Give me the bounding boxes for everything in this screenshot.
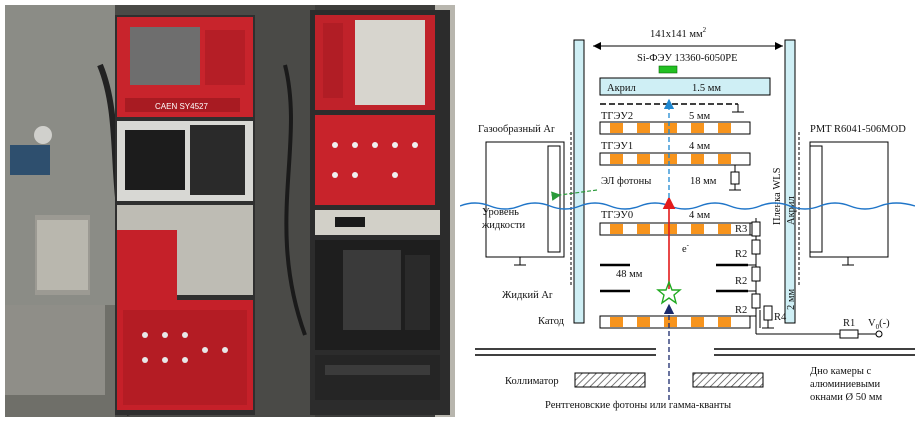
liquid-level-line [460,202,915,210]
xray-label: Рентгеновские фотоны или гамма-кванты [545,400,731,411]
gem1-gap: 4 мм [689,141,711,152]
gem2-gap: 5 мм [689,111,711,122]
voltage-divider [748,218,883,339]
r3-label: R3 [735,224,747,235]
side-gap: 2 мм [786,288,797,310]
bottom-label-2: алюминиевыми [810,379,881,390]
wls-label: Пленка WLS [772,167,783,225]
r2c-label: R2 [735,305,747,316]
gem1-label: ТГЭУ1 [601,141,633,152]
cathode [599,315,751,329]
caen-label: CAEN SY4527 [155,102,208,111]
pmt-label: PMT R6041-506MOD [810,124,906,135]
el-photon-arrow [551,189,598,201]
r4-label: R4 [774,312,787,323]
acrylic-top-plate [599,77,771,96]
gem0-label: ТГЭУ0 [601,210,633,221]
interaction-star-icon [656,280,682,305]
r1-label: R1 [843,318,855,329]
pmt-right-window [809,145,823,253]
gem1 [599,152,751,166]
gem2-label: ТГЭУ2 [601,111,633,122]
cathode-label: Катод [538,316,565,327]
acrylic-top-thickness: 1.5 мм [692,83,721,94]
size-label: 141x141 мм2 [650,26,707,40]
acrylic-top-label: Акрил [607,83,636,94]
gem0-gap: 4 мм [689,210,711,221]
r2b-label: R2 [735,276,747,287]
chamber-bottom [475,348,915,356]
pmt-right [809,141,889,258]
acrylic-plate-right [784,39,796,324]
collimator-left [574,372,646,388]
el-photons-label: ЭЛ фотоны [601,176,651,187]
v0-label: V0(-) [868,318,890,331]
bottom-label-3: окнами Ø 50 мм [810,392,882,403]
sipm-label: Si-ФЭУ 13360-6050PE [637,53,738,64]
collimator-right [692,372,764,388]
gem0 [599,222,751,236]
field-shaping-electrodes [600,263,748,293]
collimator-label: Коллиматор [505,376,559,387]
liquid-ar-label: Жидкий Ar [502,290,553,301]
r2a-label: R2 [735,249,747,260]
gem1-resistor [730,171,740,185]
acrylic-side-label: Акрил [786,196,797,225]
gem2 [599,121,751,135]
drift-gap: 48 мм [616,269,643,280]
sipm-sensor [658,65,678,74]
level-label-2: жидкости [481,220,526,231]
detector-schematic: 141x141 мм2 Si-ФЭУ 13360-6050PE Акрил 1.… [460,26,915,411]
electron-label: e- [682,241,690,255]
level-label-1: Уровень [482,207,519,218]
equipment-rack-photo: CAEN SY4527 [5,5,455,417]
bottom-label-1: Дно камеры с [810,366,871,377]
gas-label: Газообразный Ar [478,124,555,135]
el-gap: 18 мм [690,176,717,187]
pmt-left-window [547,145,561,253]
acrylic-plate-left [573,39,585,324]
